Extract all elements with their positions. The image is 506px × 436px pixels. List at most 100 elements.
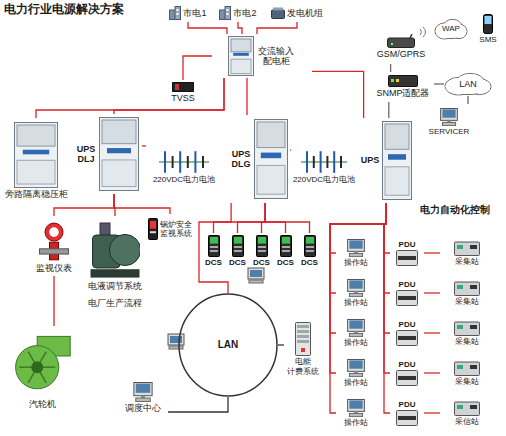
power-line	[246, 78, 247, 115]
equipment-icon	[39, 218, 69, 262]
power-line	[330, 203, 386, 293]
node-text: UPS	[360, 155, 380, 165]
equipment-icon	[254, 119, 288, 199]
connector-group	[36, 22, 468, 413]
equipment-icon	[396, 410, 418, 426]
equipment-node: 市电2	[214, 4, 262, 22]
power-line	[434, 83, 444, 84]
equipment-node: PDU	[390, 396, 424, 430]
wireless-signal	[420, 27, 426, 37]
equipment-node: 采集站	[440, 276, 494, 310]
node-text: GSM/GPRS	[377, 49, 426, 59]
equipment-node: SNMP适配器	[372, 72, 434, 102]
power-line	[114, 78, 224, 114]
equipment-icon	[256, 235, 268, 257]
equipment-node: 操作站	[336, 356, 376, 390]
node-text: 采信站	[455, 417, 479, 426]
equipment-node: DCS	[298, 233, 321, 269]
power-line	[278, 344, 284, 345]
equipment-icon	[438, 108, 460, 126]
equipment-node: 操作站	[336, 396, 376, 430]
equipment-node: UPS DLJ	[72, 114, 142, 194]
equipment-icon	[304, 235, 316, 257]
equipment-node: 交流输入 配电柜	[212, 34, 312, 78]
power-line	[424, 292, 440, 293]
power-line	[53, 276, 54, 326]
network-cloud: LAN	[178, 293, 278, 397]
node-text: 电液调节系统	[88, 281, 142, 291]
equipment-icon	[396, 290, 418, 306]
power-line	[390, 64, 391, 72]
equipment-icon	[345, 399, 367, 417]
equipment-icon	[169, 6, 181, 20]
node-text: 发电机组	[287, 8, 323, 18]
equipment-node: SERVICER	[420, 104, 478, 140]
computer-icon	[248, 268, 264, 283]
equipment-node: 操作站	[336, 276, 376, 310]
power-line	[330, 203, 386, 413]
node-text: DCS	[277, 258, 294, 267]
node-text: UPS DLJ	[75, 144, 97, 165]
equipment-icon	[454, 240, 480, 256]
equipment-icon	[454, 400, 480, 416]
equipment-node: GSM/GPRS	[372, 30, 430, 64]
node-text: 220VDC电力电池	[293, 175, 355, 184]
node-text: PDU	[399, 280, 416, 289]
equipment-node: DCS	[274, 233, 297, 269]
equipment-node: 电能 计费系统	[284, 318, 322, 380]
equipment-icon	[396, 370, 418, 386]
equipment-node: 采信站	[440, 396, 494, 430]
node-text: 电能 计费系统	[286, 357, 320, 375]
equipment-icon	[232, 235, 244, 257]
equipment-node: DCS	[250, 233, 273, 269]
equipment-node: SMS	[474, 10, 502, 48]
equipment-icon	[12, 328, 72, 398]
equipment-node: PDU	[390, 356, 424, 390]
equipment-icon	[280, 235, 292, 257]
node-text: PDU	[399, 400, 416, 409]
equipment-icon	[159, 150, 209, 174]
power-line	[238, 203, 266, 233]
power-line	[388, 102, 389, 118]
equipment-icon	[454, 320, 480, 336]
node-text: SNMP适配器	[376, 88, 429, 98]
equipment-icon	[148, 218, 158, 240]
equipment-node: 220VDC电力电池	[146, 142, 222, 192]
equipment-node: 发电机组	[266, 4, 328, 22]
power-line	[183, 56, 212, 80]
equipment-icon	[483, 14, 493, 34]
node-text: LAN	[218, 339, 239, 351]
node-text: 操作站	[344, 338, 368, 347]
equipment-node: UPS DLG	[228, 115, 290, 203]
equipment-icon	[219, 6, 231, 20]
equipment-node: 采集站	[440, 356, 494, 390]
equipment-node: 调度中心	[118, 378, 168, 418]
power-line	[330, 203, 386, 253]
equipment-icon	[345, 279, 367, 297]
node-text: LAN	[459, 79, 477, 89]
node-text: 220VDC电力电池	[153, 175, 215, 184]
node-text: DCS	[301, 258, 318, 267]
power-line	[384, 203, 390, 293]
node-text: DCS	[253, 258, 270, 267]
node-text: 市电1	[183, 8, 206, 18]
power-line	[36, 78, 224, 118]
equipment-node: 220VDC电力电池	[291, 142, 357, 192]
power-line	[238, 22, 242, 34]
node-text: 操作站	[344, 378, 368, 387]
power-line	[467, 96, 468, 104]
equipment-node: 采集站	[440, 316, 494, 350]
power-line	[424, 372, 440, 373]
equipment-node: DCS	[226, 233, 249, 269]
equipment-icon	[208, 235, 220, 257]
equipment-icon	[131, 382, 155, 402]
network-cloud: LAN	[444, 72, 492, 96]
power-line	[330, 203, 386, 373]
power-line	[265, 203, 309, 233]
node-text: 采集站	[455, 297, 479, 306]
node-text: 采集站	[455, 257, 479, 266]
computer-icon	[168, 334, 184, 349]
equipment-node: PDU	[390, 236, 424, 270]
